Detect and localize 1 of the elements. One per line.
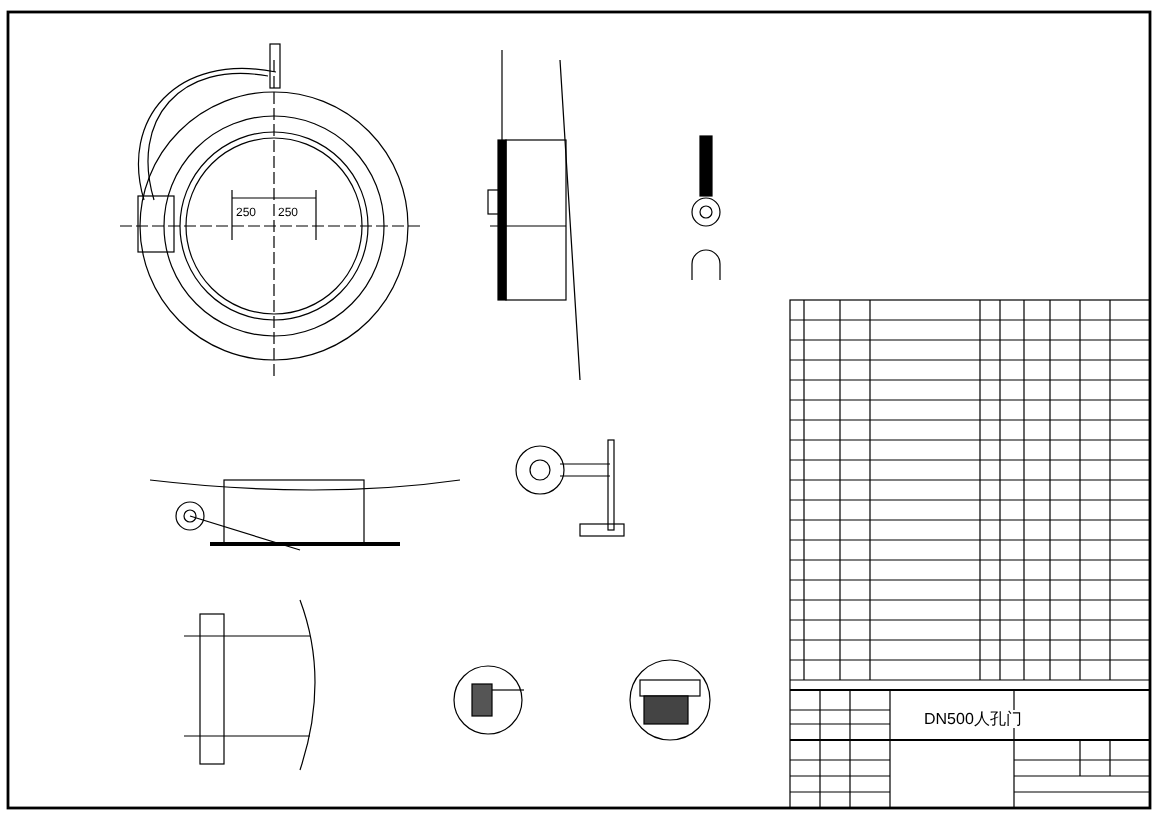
drawing-title: DN500人孔门 [924,710,1022,728]
